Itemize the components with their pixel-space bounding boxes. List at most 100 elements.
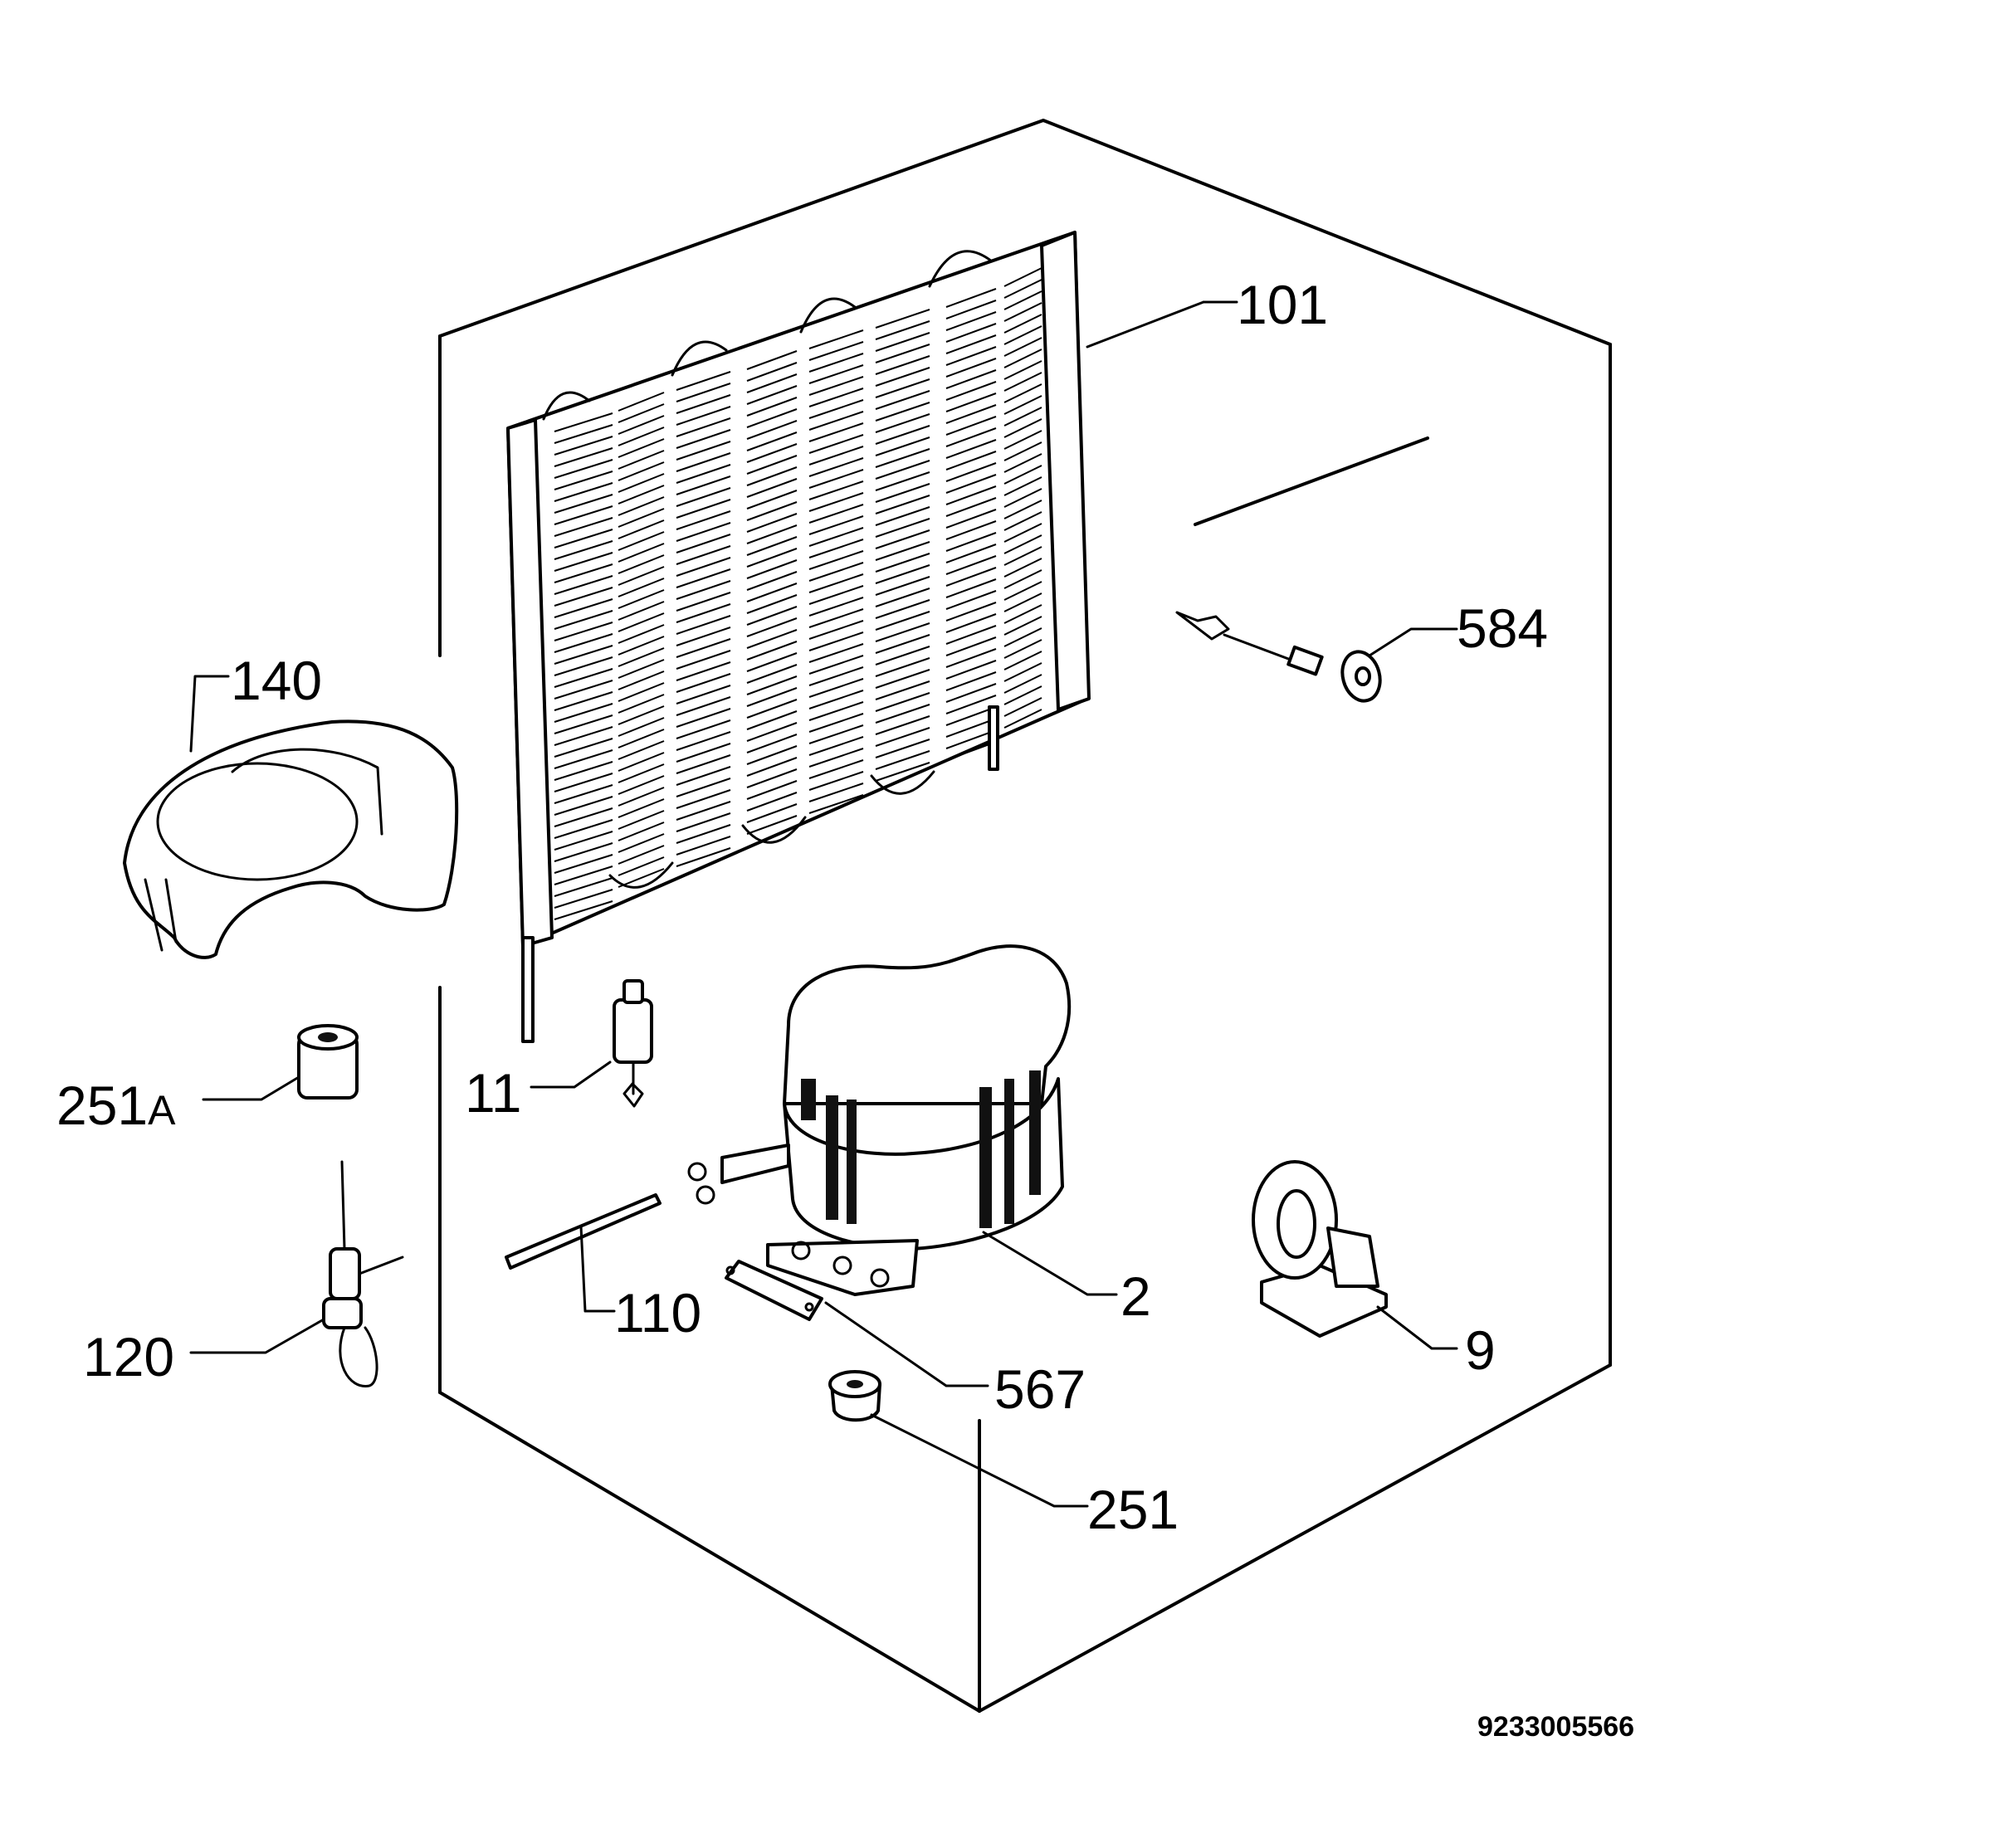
condenser-fin-line: [875, 564, 930, 584]
condenser-fin-line: [1003, 418, 1042, 438]
condenser-fin-line: [618, 624, 665, 644]
condenser-fin-line: [554, 831, 613, 851]
condenser-fin-line: [746, 594, 798, 614]
condenser-fin-line: [554, 656, 613, 676]
condenser-fin-line: [746, 362, 798, 382]
condenser-fin-line: [618, 822, 665, 841]
condenser-fin-line: [746, 803, 798, 823]
condenser-fin-line: [618, 856, 665, 876]
condenser-fin-line: [676, 522, 731, 542]
condenser-fin-line: [676, 475, 731, 495]
condenser-fin-line: [945, 311, 997, 331]
condenser-fin-line: [676, 557, 731, 577]
condenser-fin-line: [808, 631, 864, 651]
condenser-fin-line: [746, 606, 798, 626]
condenser-fin-line: [554, 482, 613, 502]
condenser-fin-line: [746, 675, 798, 695]
condenser-fin-line: [746, 559, 798, 579]
condenser-fin-line: [676, 487, 731, 507]
condenser-fin-line: [618, 461, 665, 481]
condenser-fin-line: [554, 598, 613, 618]
condenser-fin-line: [618, 798, 665, 818]
condenser-fin-line: [746, 397, 798, 417]
condenser-fin-line: [676, 510, 731, 530]
condenser-fin-line: [618, 670, 665, 690]
condenser-fin-line: [945, 474, 997, 494]
relay-clamp-9[interactable]: [1252, 1160, 1388, 1338]
condenser-fin-line: [875, 344, 930, 363]
thermostat-120[interactable]: [322, 1160, 404, 1387]
condenser-fin-line: [945, 509, 997, 529]
condenser-fin-line: [945, 567, 997, 587]
condenser-fin-line: [554, 610, 613, 630]
condenser-fin-line: [1003, 697, 1042, 717]
callout-110: 110: [614, 1282, 701, 1343]
condenser-fin-line: [554, 761, 613, 781]
leader-567: [824, 1301, 989, 1387]
condenser-fin-line: [676, 417, 731, 437]
condenser-fin-line: [945, 416, 997, 436]
evaporation-tray-140[interactable]: [123, 719, 459, 959]
callout-9: 9: [1465, 1319, 1496, 1381]
condenser-fin-line: [618, 647, 665, 667]
condenser-fin-line: [808, 585, 864, 605]
condenser-fin-line: [676, 568, 731, 588]
condenser-fin-line: [676, 743, 731, 763]
condenser-fin-line: [746, 350, 798, 370]
sensor-584[interactable]: [1175, 611, 1385, 705]
condenser-fin-line: [676, 441, 731, 461]
pipe-110[interactable]: [505, 1193, 662, 1270]
condenser-fin-line: [746, 687, 798, 707]
leader-251a: [202, 1075, 300, 1101]
condenser-fin-line: [618, 659, 665, 679]
condenser-fin-line: [1003, 488, 1042, 508]
condenser-fin-line: [554, 738, 613, 758]
condenser-fin-line: [618, 636, 665, 656]
condenser-fin-line: [945, 671, 997, 691]
condenser-fin-line: [875, 332, 930, 352]
condenser-fin-line: [1003, 709, 1042, 729]
condenser-fin-line: [808, 771, 864, 791]
condenser-fin-line: [945, 660, 997, 680]
condenser-fin-line: [554, 447, 613, 467]
condenser-fin-line: [554, 877, 613, 897]
condenser-fin-line: [618, 485, 665, 505]
leader-2: [982, 1231, 1118, 1296]
condenser-fin-line: [945, 346, 997, 366]
condenser-fin-line: [618, 508, 665, 528]
condenser-fin-line: [875, 471, 930, 491]
condenser-fin-line: [875, 704, 930, 724]
condenser-101[interactable]: [506, 231, 1091, 1043]
condenser-fin-line: [808, 329, 864, 349]
condenser-fin-line: [746, 722, 798, 742]
condenser-fin-line: [554, 796, 613, 816]
filter-drier-11[interactable]: [613, 979, 653, 1108]
condenser-fin-line: [945, 532, 997, 552]
condenser-fin-line: [554, 575, 613, 595]
condenser-fin-line: [618, 763, 665, 783]
leader-140: [189, 675, 230, 753]
cabinet-outline: [438, 119, 1612, 1713]
compressor-2[interactable]: [687, 944, 1072, 1296]
condenser-fin-line: [875, 483, 930, 503]
condenser-fin-line: [808, 399, 864, 419]
condenser-fin-line: [808, 690, 864, 709]
condenser-fin-line: [945, 381, 997, 401]
condenser-fin-line: [1003, 662, 1042, 682]
rubber-foot-251[interactable]: [828, 1370, 881, 1422]
grommet-251a[interactable]: [297, 1024, 359, 1100]
mounting-plate-567[interactable]: [725, 1260, 823, 1321]
condenser-fin-line: [875, 529, 930, 549]
condenser-fin-line: [875, 680, 930, 700]
condenser-fin-line: [808, 713, 864, 733]
condenser-fin-line: [746, 524, 798, 544]
condenser-fin-line: [746, 490, 798, 510]
condenser-fin-line: [676, 836, 731, 856]
condenser-fin-line: [1003, 465, 1042, 485]
condenser-fin-line: [808, 655, 864, 675]
condenser-fin-line: [554, 773, 613, 792]
condenser-fin-line: [808, 573, 864, 593]
condenser-fin-line: [746, 466, 798, 486]
condenser-fin-line: [618, 438, 665, 458]
condenser-fin-line: [808, 353, 864, 373]
